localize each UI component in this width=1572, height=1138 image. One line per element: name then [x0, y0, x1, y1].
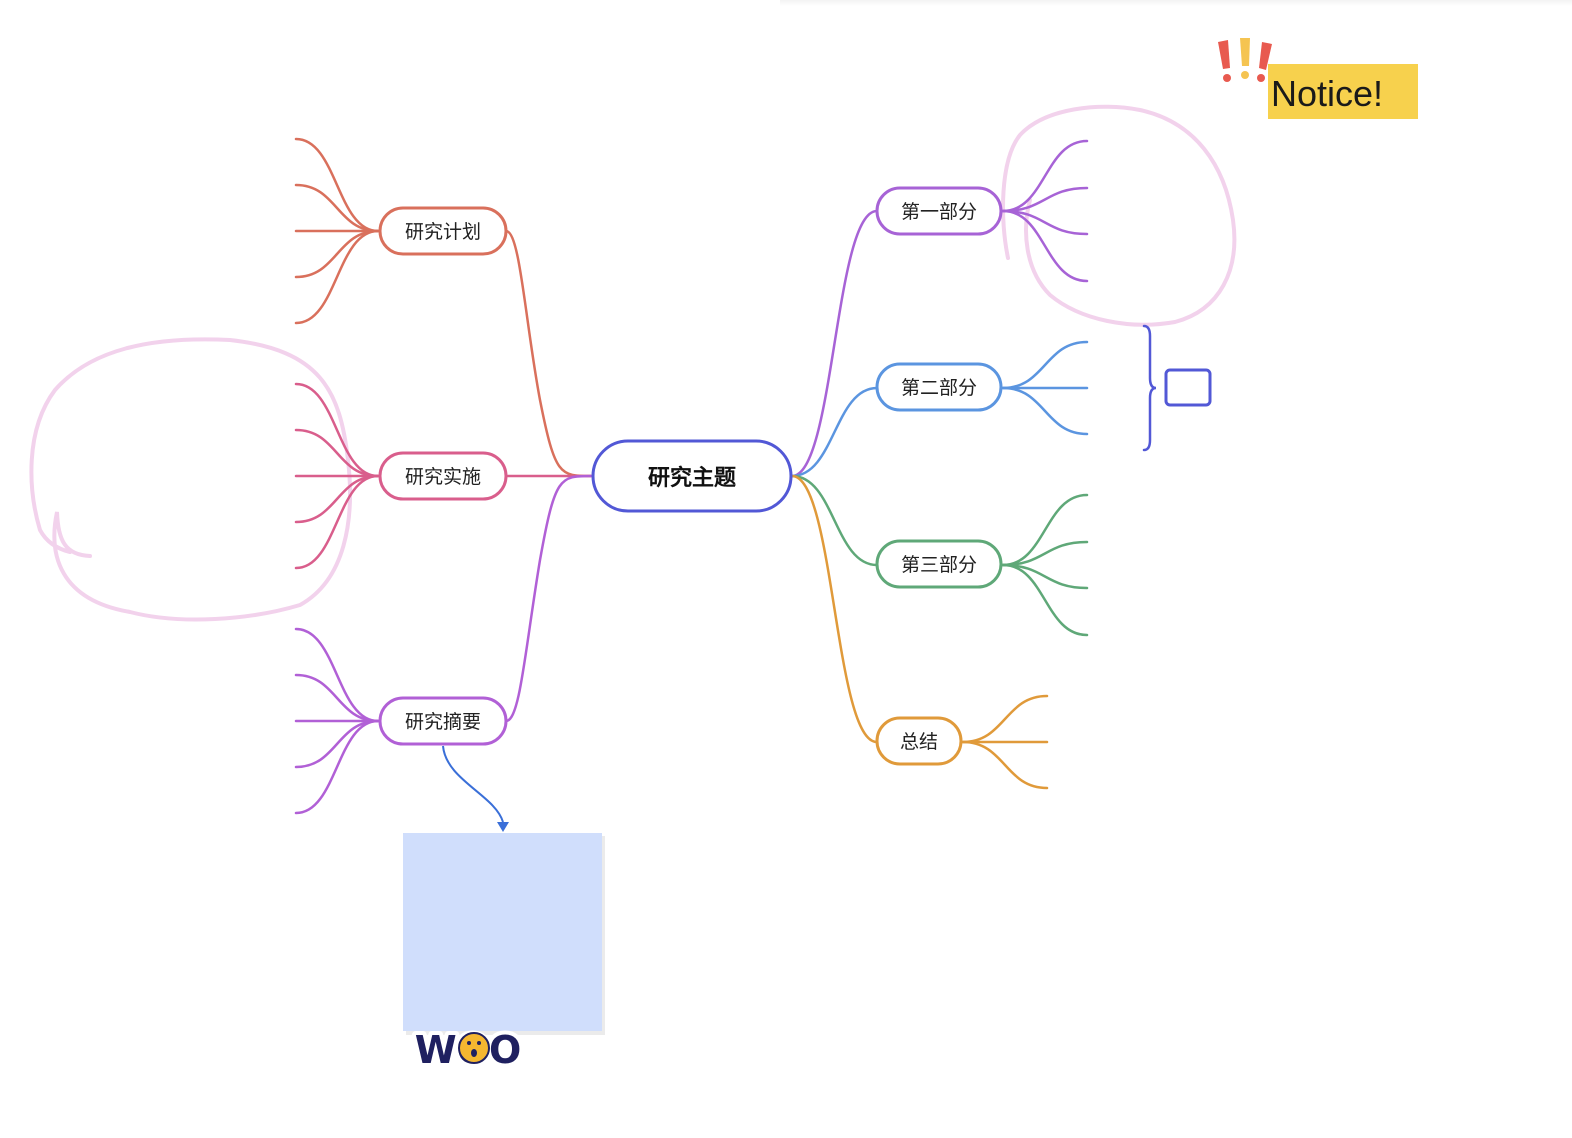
leaf-connector	[961, 694, 1049, 744]
toolbar-shadow	[780, 0, 1572, 6]
branch-node-label: 第三部分	[901, 554, 977, 576]
leaf-connector	[294, 183, 380, 233]
leaf-connector	[1001, 386, 1089, 436]
root-to-left-branch-line	[504, 474, 593, 723]
arrow-head	[497, 822, 509, 832]
branch-node-research-implementation[interactable]: 研究实施	[378, 451, 508, 501]
leaf-connector	[1001, 186, 1089, 213]
sticky-note[interactable]	[403, 833, 605, 1035]
branch-node-research-plan[interactable]: 研究计划	[378, 206, 508, 256]
leaf-connector	[294, 137, 380, 233]
leaf-connector	[294, 627, 380, 723]
root-to-left-branch-line	[504, 229, 593, 478]
exclamation-marks-icon	[1218, 38, 1272, 82]
mindmap-connections	[294, 137, 1089, 815]
leaf-connector	[1001, 563, 1089, 590]
root-to-right-branch-line	[790, 474, 879, 567]
highlight-scribbles	[29, 104, 1237, 622]
notice-sticker-label: Notice!	[1271, 73, 1383, 114]
leaf-connector	[294, 474, 380, 524]
root-node[interactable]: 研究主题	[591, 439, 793, 513]
small-box-shape[interactable]	[1164, 368, 1212, 407]
surprised-face-icon	[458, 1032, 490, 1064]
arrow-connector[interactable]	[442, 745, 509, 832]
leaf-connector	[1001, 209, 1089, 236]
branch-node-part-three[interactable]: 第三部分	[875, 539, 1003, 589]
leaf-connector	[294, 673, 380, 723]
leaf-connector	[294, 474, 380, 570]
branch-node-part-one[interactable]: 第一部分	[875, 186, 1003, 236]
leaf-connector	[1001, 340, 1089, 390]
root-node-label: 研究主题	[648, 465, 737, 491]
leaf-connector	[1001, 540, 1089, 567]
leaf-connector	[294, 719, 380, 815]
leaf-connector	[294, 229, 380, 279]
branch-node-part-two[interactable]: 第二部分	[875, 362, 1003, 412]
leaf-connector	[1001, 563, 1089, 637]
branch-node-summary[interactable]: 总结	[875, 716, 963, 766]
root-to-right-branch-line	[790, 209, 879, 478]
leaf-connector	[1001, 493, 1089, 567]
brace-annotation[interactable]	[1142, 324, 1157, 452]
highlight-circle-right[interactable]	[1001, 104, 1237, 327]
leaf-connector	[1001, 139, 1089, 213]
leaf-connector	[1001, 209, 1089, 283]
notice-sticker[interactable]: Notice!	[1218, 38, 1418, 119]
branch-node-label: 第一部分	[901, 201, 977, 223]
branch-node-label: 研究摘要	[405, 711, 481, 733]
leaf-connector	[294, 382, 380, 478]
root-to-right-branch-line	[790, 474, 879, 744]
leaf-connector	[294, 229, 380, 325]
branch-node-label: 第二部分	[901, 377, 977, 399]
branch-node-label: 研究计划	[405, 221, 481, 243]
branch-node-research-abstract[interactable]: 研究摘要	[378, 696, 508, 746]
root-to-right-branch-line	[790, 386, 879, 478]
highlight-circle-left[interactable]	[29, 337, 352, 622]
woo-sticker[interactable]: WOO WOO	[411, 1024, 526, 1076]
branch-node-label: 研究实施	[405, 466, 481, 488]
leaf-connector	[961, 740, 1049, 790]
branch-node-label: 总结	[900, 731, 938, 753]
leaf-connector	[294, 719, 380, 769]
leaf-connector	[294, 428, 380, 478]
